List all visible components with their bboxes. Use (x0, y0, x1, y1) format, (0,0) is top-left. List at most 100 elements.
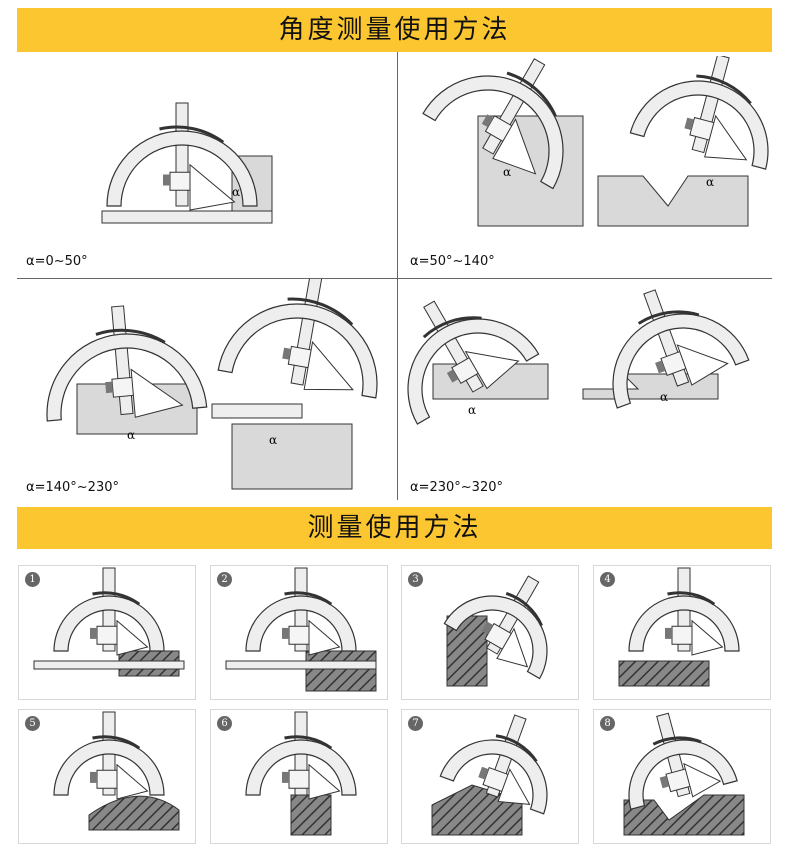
illustration (33, 567, 185, 677)
protractor-vernier (92, 735, 141, 750)
base-ruler (225, 660, 377, 670)
protractor-knob (90, 771, 97, 783)
protractor-blade (303, 340, 354, 391)
protractor-knob (665, 627, 672, 639)
angle-symbol: α (503, 165, 511, 179)
protractor-vernier (506, 71, 557, 118)
protractor-arc (53, 739, 165, 796)
angle-symbol: α (232, 185, 240, 199)
protractor-vernier (159, 125, 225, 144)
step-card: 3 (401, 565, 579, 700)
protractor-icon (106, 102, 258, 211)
protractor-arc (439, 739, 548, 815)
step-number: 7 (408, 716, 423, 731)
protractor-icon (217, 279, 378, 399)
illustration (53, 711, 180, 831)
illustration: α α (422, 56, 769, 227)
illustration: α α (407, 289, 750, 425)
protractor-knob (282, 347, 292, 360)
workpiece (618, 660, 710, 687)
workpiece (88, 795, 180, 831)
workpiece (597, 175, 749, 227)
protractor-arc (443, 595, 548, 680)
protractor-blade (496, 627, 529, 668)
protractor-blade (464, 350, 520, 390)
protractor-arc (217, 303, 378, 399)
protractor-blade (189, 163, 236, 211)
protractor-vernier (284, 735, 333, 750)
angle-symbol: α (660, 390, 668, 404)
illustration: α (101, 102, 273, 224)
protractor-blade (308, 619, 341, 656)
workpiece (305, 650, 377, 692)
angle-symbol: α (468, 403, 476, 417)
angle-symbol: α (269, 433, 277, 447)
protractor-vernier (92, 591, 141, 606)
step-number: 8 (600, 716, 615, 731)
range-label: α=50°~140° (410, 254, 495, 269)
illustration (623, 712, 745, 836)
protractor-arc (628, 595, 740, 652)
step-number: 2 (217, 572, 232, 587)
workpiece (290, 794, 332, 836)
protractor-knob (684, 117, 695, 131)
base-ruler (211, 403, 303, 419)
step-number: 6 (217, 716, 232, 731)
protractor-vernier (95, 328, 166, 344)
protractor-blade (130, 368, 184, 418)
protractor-knob (655, 360, 666, 374)
protractor-blade (116, 619, 149, 656)
protractor-knob (446, 369, 459, 383)
protractor-knob (481, 114, 494, 128)
divider-vertical (397, 52, 398, 500)
usage-banner: 测量使用方法 (17, 507, 772, 549)
step-card: 5 (18, 709, 196, 844)
protractor-knob (478, 766, 489, 780)
protractor-vernier (637, 310, 700, 325)
illustration (618, 567, 740, 687)
protractor-blade (704, 114, 748, 161)
angle-symbol: α (127, 428, 135, 442)
angle-measurement-banner: 角度测量使用方法 (17, 8, 772, 52)
protractor-icon (612, 289, 750, 409)
protractor-icon (407, 300, 540, 425)
protractor-arc (628, 739, 738, 810)
panel-range-230-320: α α (398, 279, 772, 500)
protractor-icon (53, 567, 165, 656)
protractor-knob (105, 381, 114, 394)
step-number: 5 (25, 716, 40, 731)
protractor-knob (282, 627, 289, 639)
protractor-arc (407, 318, 540, 425)
range-label: α=230°~320° (410, 480, 503, 495)
protractor-icon (443, 575, 548, 680)
step-card: 4 (593, 565, 771, 700)
base-ruler (101, 210, 273, 224)
protractor-knob (282, 771, 289, 783)
protractor-arc (612, 313, 750, 409)
protractor-icon (628, 712, 738, 810)
protractor-icon (245, 711, 357, 800)
protractor-vernier (287, 297, 354, 326)
protractor-arc (106, 130, 258, 207)
protractor-blade (683, 762, 722, 798)
protractor-knob (481, 621, 494, 635)
illustration (245, 711, 357, 836)
protractor-vernier (505, 591, 543, 627)
illustration (431, 714, 548, 836)
protractor-blade (691, 619, 724, 656)
step-number: 1 (25, 572, 40, 587)
protractor-icon (439, 714, 548, 815)
protractor-blade (308, 763, 341, 800)
protractor-icon (629, 56, 769, 170)
protractor-arc (245, 739, 357, 796)
step-number: 4 (600, 572, 615, 587)
protractor-vernier (652, 736, 702, 746)
protractor-icon (245, 567, 357, 656)
protractor-vernier (284, 591, 333, 606)
step-card: 6 (210, 709, 388, 844)
workpiece (623, 794, 745, 836)
divider-horizontal (17, 278, 772, 279)
workpiece (231, 423, 353, 490)
protractor-blade (492, 118, 537, 175)
